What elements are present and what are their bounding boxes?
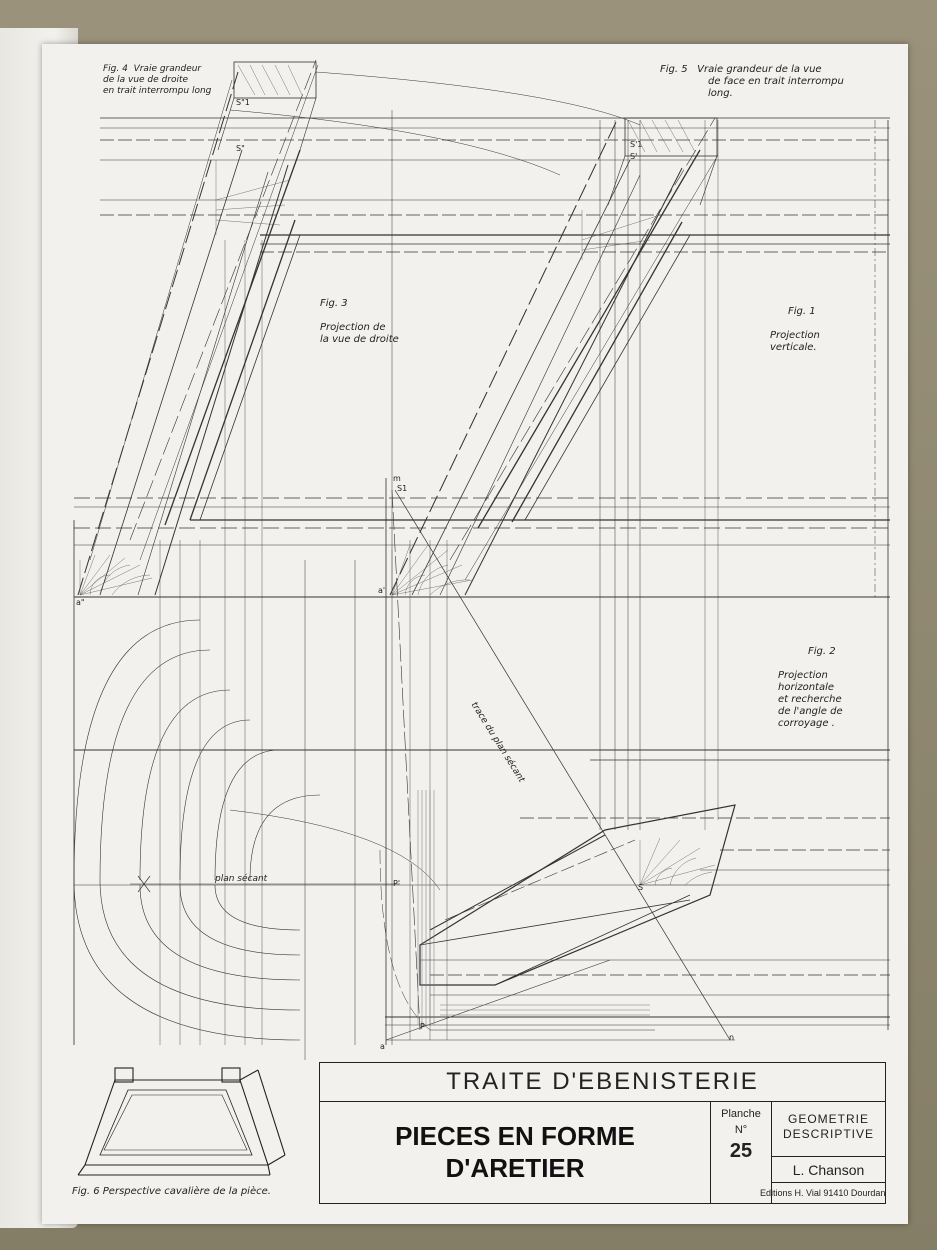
point-label: a': [378, 586, 386, 595]
author: L. Chanson: [772, 1158, 885, 1183]
point-label: a": [76, 598, 85, 607]
title-block-right: GEOMETRIE DESCRIPTIVE L. Chanson Edition…: [760, 1102, 885, 1204]
point-label: S1: [397, 484, 408, 493]
fig6-caption: Fig. 6 Perspective cavalière de la pièce…: [72, 1186, 271, 1197]
fig2-number: Fig. 2: [808, 646, 836, 657]
point-label: n: [729, 1033, 735, 1042]
fig1-caption-line: verticale.: [770, 342, 817, 353]
fig2-caption-line: corroyage .: [778, 718, 835, 729]
plan-secant-label: plan sécant: [215, 874, 268, 884]
fig2-caption-line: Projection: [778, 670, 828, 681]
planche-number: 25: [729, 1140, 753, 1162]
fig3-caption-line: la vue de droite: [320, 334, 399, 345]
fig2-caption-line: de l'angle de: [778, 706, 843, 717]
point-label: S': [630, 152, 638, 161]
fig5-caption-line: de face en trait interrompu: [708, 76, 844, 87]
fig5-caption: Fig. 5 Vraie grandeur de la vue de face …: [660, 64, 860, 100]
publisher: Editions H. Vial 91410 Dourdan: [760, 1188, 886, 1198]
plate-title-line: D'ARETIER: [445, 1153, 585, 1183]
point-label: a: [380, 1042, 385, 1051]
planche-cell: Planche N° 25: [711, 1102, 772, 1204]
fig1-caption-line: Projection: [770, 330, 820, 341]
subject-line: DESCRIPTIVE: [782, 1127, 874, 1141]
subject-cell: GEOMETRIE DESCRIPTIVE: [772, 1102, 885, 1157]
fig4-caption-line: en trait interrompu long: [103, 86, 212, 96]
fig3-number: Fig. 3: [320, 298, 348, 309]
point-label: S'1: [630, 140, 643, 149]
fig5-number: Fig. 5: [660, 64, 688, 75]
fig4-number: Fig. 4: [103, 64, 128, 74]
fig4-caption-line: de la vue de droite: [103, 75, 189, 85]
fig3-caption: Fig. 3 Projection de la vue de droite: [320, 298, 430, 346]
point-label: S": [236, 144, 245, 153]
title-block: TRAITE D'EBENISTERIE PIECES EN FORME D'A…: [319, 1062, 886, 1204]
point-label: S: [638, 883, 644, 892]
numero-label: N°: [734, 1124, 748, 1136]
fig3-caption-line: Projection de: [320, 322, 386, 333]
point-label: P: [420, 1022, 425, 1031]
fig5-caption-line: Vraie grandeur de la vue: [697, 64, 822, 75]
plate-title-line: PIECES EN FORME: [395, 1121, 635, 1151]
plate-title: PIECES EN FORME D'ARETIER: [320, 1102, 711, 1204]
series-title: TRAITE D'EBENISTERIE: [320, 1063, 885, 1102]
publisher-cell: Editions H. Vial 91410 Dourdan: [760, 1183, 885, 1204]
fig4-caption: Fig. 4 Vraie grandeur de la vue de droit…: [103, 64, 238, 97]
point-label: S"1: [236, 98, 250, 107]
point-label: m: [393, 474, 401, 483]
fig1-caption: Fig. 1 Projection verticale.: [770, 306, 860, 354]
fig4-caption-line: Vraie grandeur: [133, 64, 202, 74]
point-label: P': [393, 879, 401, 888]
fig2-caption-line: horizontale: [778, 682, 835, 693]
fig1-number: Fig. 1: [788, 306, 816, 317]
fig2-caption: Fig. 2 Projection horizontale et recherc…: [778, 646, 868, 730]
subject-line: GEOMETRIE: [787, 1112, 869, 1126]
fig2-caption-line: et recherche: [778, 694, 842, 705]
planche-label: Planche: [721, 1108, 761, 1120]
fig5-caption-line: long.: [708, 88, 733, 99]
